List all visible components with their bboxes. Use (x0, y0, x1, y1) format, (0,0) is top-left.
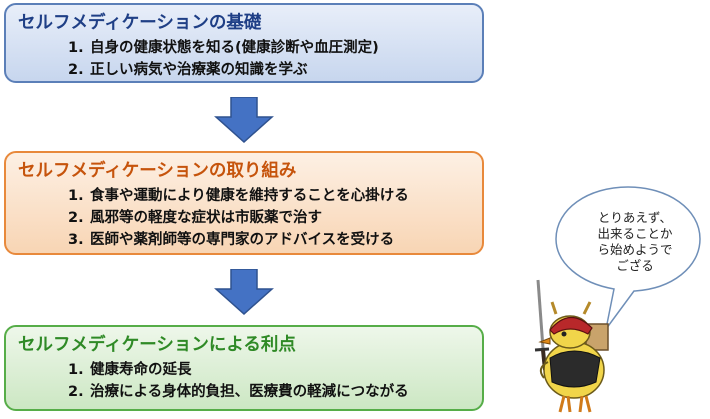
list-item: 2.風邪等の軽度な症状は市販薬で治す (68, 210, 322, 226)
benefits-title: セルフメディケーションによる利点 (18, 335, 296, 355)
basics-box: セルフメディケーションの基礎 1.自身の健康状態を知る(健康診断や血圧測定) 2… (4, 3, 484, 83)
list-item: 2.治療による身体的負担、医療費の軽減につながる (68, 384, 409, 400)
speech-bubble (555, 186, 701, 330)
samurai-bird-mascot-icon (534, 279, 609, 413)
basics-title: セルフメディケーションの基礎 (18, 13, 262, 33)
list-item: 1.健康寿命の延長 (68, 362, 192, 378)
efforts-box: セルフメディケーションの取り組み 1.食事や運動により健康を維持することを心掛け… (4, 151, 484, 255)
list-item: 2.正しい病気や治療薬の知識を学ぶ (68, 62, 308, 78)
list-item: 3.医師や薬剤師等の専門家のアドバイスを受ける (68, 232, 395, 248)
list-item: 1.食事や運動により健康を維持することを心掛ける (68, 188, 409, 204)
down-arrow-icon (214, 269, 274, 315)
benefits-box: セルフメディケーションによる利点 1.健康寿命の延長 2.治療による身体的負担、… (4, 325, 484, 411)
benefits-list: 1.健康寿命の延長 2.治療による身体的負担、医療費の軽減につながる (18, 359, 482, 403)
bubble-text: とりあえず、 出来ることか ら始めようで ござる (597, 210, 673, 273)
basics-list: 1.自身の健康状態を知る(健康診断や血圧測定) 2.正しい病気や治療薬の知識を学… (18, 37, 482, 81)
efforts-list: 1.食事や運動により健康を維持することを心掛ける 2.風邪等の軽度な症状は市販薬… (18, 185, 482, 251)
list-item: 1.自身の健康状態を知る(健康診断や血圧測定) (68, 40, 379, 56)
down-arrow-icon (214, 97, 274, 143)
efforts-title: セルフメディケーションの取り組み (18, 161, 297, 181)
